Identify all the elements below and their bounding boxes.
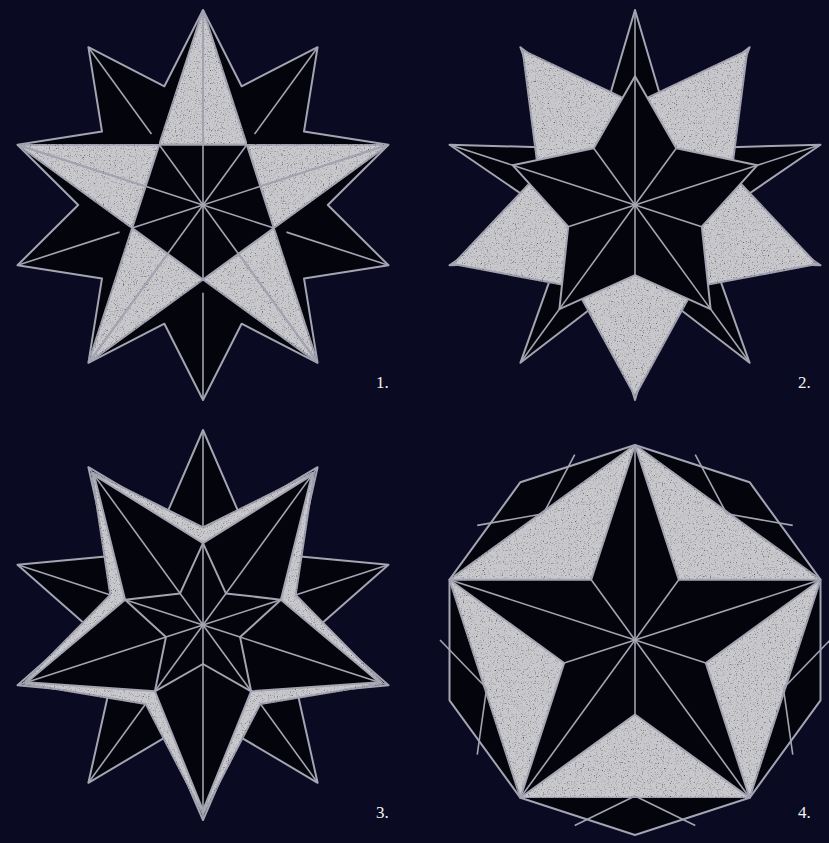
edge-line (477, 514, 543, 526)
edge-line (125, 600, 203, 625)
star-arm-face (18, 145, 160, 187)
edge-line (727, 514, 793, 526)
edge-line (203, 593, 226, 625)
edge-line (202, 205, 204, 279)
edge-line (203, 600, 281, 625)
edge-line (255, 47, 318, 134)
edge-line (635, 580, 820, 640)
edge-line (203, 145, 247, 205)
inner-star (125, 543, 281, 691)
edge-line (568, 205, 635, 227)
edge-line (239, 254, 318, 363)
edge-line (635, 148, 676, 205)
star-arm-face (203, 254, 318, 363)
edge-line (695, 455, 726, 514)
edge-line (202, 145, 204, 205)
edge-line (202, 293, 204, 400)
edge-line (202, 625, 204, 810)
edge-line (132, 205, 203, 228)
edge-line (286, 232, 388, 265)
edge-line (450, 580, 635, 640)
edge-line (440, 640, 487, 688)
compound-star-polyhedron (18, 430, 389, 820)
grey-star (453, 50, 816, 396)
edge-line (18, 232, 120, 265)
edge-line (88, 47, 151, 134)
edge-line (634, 76, 636, 205)
edge-line (575, 796, 635, 825)
edge-line (202, 543, 204, 625)
edge-line (260, 145, 388, 187)
edge-line (159, 145, 203, 205)
edge-line (634, 445, 636, 640)
star-arm-face (88, 228, 167, 363)
edge-line (203, 205, 274, 228)
edge-line (635, 205, 711, 309)
spike-ring (450, 10, 821, 400)
edge-line (635, 205, 702, 227)
edge-line (783, 688, 792, 754)
edge-line (203, 186, 260, 205)
edge-line (167, 205, 203, 254)
edge-line (520, 640, 635, 798)
star-arm-face (203, 10, 247, 145)
edge-line (634, 205, 636, 275)
edge-line (543, 455, 574, 514)
edge-line (477, 688, 486, 754)
spike-ring (18, 430, 389, 820)
star-arm-face (260, 145, 388, 228)
edge-line (635, 640, 706, 663)
spike-ring (18, 10, 389, 400)
edge-line (634, 10, 636, 205)
grey-pentagon (450, 445, 821, 798)
edge-line (18, 145, 146, 187)
figure-number: 3. (376, 804, 389, 821)
small-stellated-dodecahedron (18, 10, 389, 400)
decagon-outline (450, 445, 821, 835)
edge-line (202, 625, 204, 664)
grey-star (23, 472, 383, 814)
decagonal-star-polyhedron (440, 445, 829, 835)
edge-line (146, 186, 203, 205)
edge-line (203, 625, 240, 637)
edge-line (559, 205, 635, 309)
figure-number: 2. (798, 374, 811, 391)
figure-number: 1. (376, 374, 389, 391)
edge-line (594, 148, 635, 205)
edge-line (783, 640, 829, 688)
figure-number: 4. (798, 804, 811, 821)
edge-line (180, 593, 203, 625)
edge-line (202, 10, 204, 145)
center-pentagon (132, 145, 274, 280)
black-star (27, 475, 379, 810)
edge-line (203, 625, 251, 691)
star-arm-face (159, 10, 203, 145)
edge-line (202, 543, 204, 625)
edge-line (564, 640, 635, 663)
edge-line (591, 580, 635, 640)
edge-line (203, 205, 239, 254)
star-polyhedron (450, 10, 821, 400)
edge-line (635, 165, 757, 205)
edge-line (513, 165, 635, 205)
edge-line (88, 254, 167, 363)
edge-line (635, 640, 750, 798)
central-pentagram (450, 445, 821, 798)
edge-line (155, 625, 203, 691)
edge-line (166, 625, 203, 637)
edge-line (635, 580, 679, 640)
edge-line (635, 796, 695, 825)
edge-line (634, 640, 636, 714)
inner-star (513, 76, 758, 309)
